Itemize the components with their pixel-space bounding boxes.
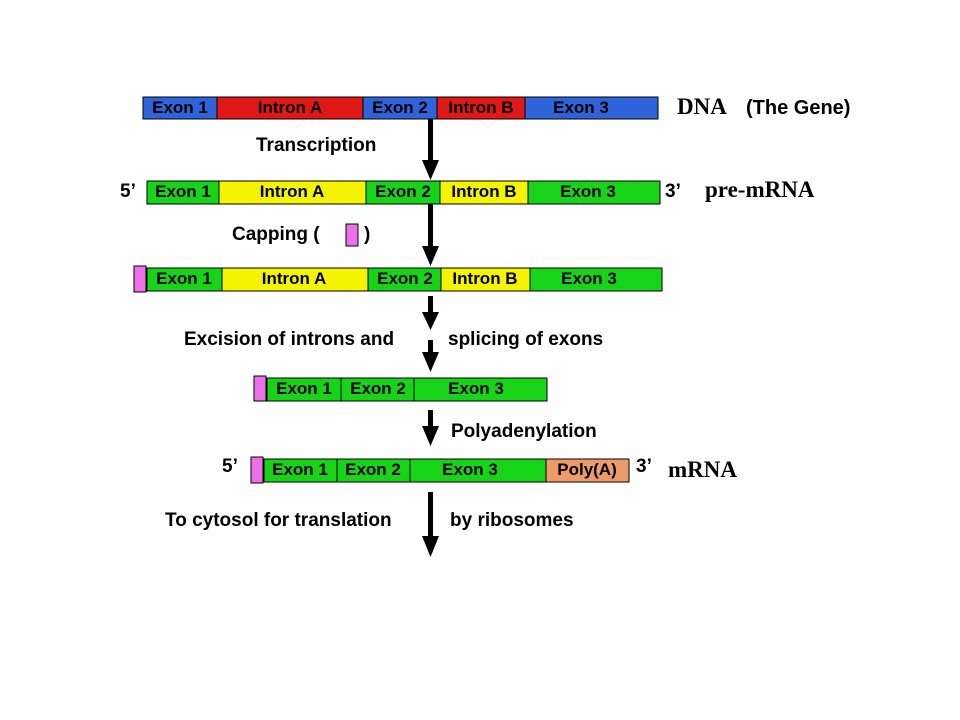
arrow-shaft: [428, 410, 433, 430]
mrna-row: 5’ Exon 1 Exon 2 Exon 3 Poly(A) 3’ mRNA: [222, 456, 737, 484]
capped-row: Exon 1 Intron A Exon 2 Intron B Exon 3: [133, 265, 663, 293]
splicing-label: splicing of exons: [448, 329, 603, 350]
dna-tag: DNA: [677, 94, 727, 119]
arrow-head: [422, 426, 439, 446]
mrna-tag: mRNA: [668, 457, 737, 482]
capped-exon-3-label: Exon 3: [561, 269, 617, 288]
dna-tag-suffix: (The Gene): [746, 97, 850, 119]
pre-mrna-row: 5’ Exon 1 Intron A Exon 2 Intron B Exon …: [120, 177, 815, 205]
capped-exon-2-label: Exon 2: [377, 269, 433, 288]
arrow-shaft: [428, 340, 433, 356]
pre-mrna-intron-a-label: Intron A: [260, 182, 325, 201]
arrow-shaft: [428, 119, 433, 164]
mrna-three-prime: 3’: [636, 456, 652, 477]
pre-mrna-three-prime: 3’: [665, 181, 681, 202]
cap-legend-swatch: [345, 223, 359, 247]
mrna-exon-1-label: Exon 1: [272, 460, 328, 479]
mrna-exon-3-label: Exon 3: [442, 460, 498, 479]
mrna-cap: [250, 456, 264, 484]
arrow-head: [422, 312, 439, 330]
pre-mrna-tag: pre-mRNA: [705, 177, 815, 202]
pre-mrna-exon-3-label: Exon 3: [560, 182, 616, 201]
transcription-label: Transcription: [256, 135, 376, 156]
pre-mrna-intron-b-label: Intron B: [451, 182, 516, 201]
mrna-five-prime: 5’: [222, 456, 238, 477]
spliced-exon-2-label: Exon 2: [350, 379, 406, 398]
ribosomes-label: by ribosomes: [450, 510, 574, 531]
arrow-transcription: [422, 119, 439, 180]
pre-mrna-five-prime: 5’: [120, 181, 136, 202]
capped-intron-b-label: Intron B: [452, 269, 517, 288]
dna-exon-2-label: Exon 2: [372, 98, 428, 117]
arrow-shaft: [428, 492, 433, 540]
arrow-head: [422, 352, 439, 372]
dna-intron-b-label: Intron B: [448, 98, 513, 117]
arrow-polyadenylation: [422, 410, 439, 446]
excision-label: Excision of introns and: [184, 329, 394, 350]
spliced-exon-3-label: Exon 3: [448, 379, 504, 398]
pre-mrna-exon-2-label: Exon 2: [375, 182, 431, 201]
spliced-row: Exon 1 Exon 2 Exon 3: [253, 375, 548, 402]
pre-mrna-exon-1-label: Exon 1: [155, 182, 211, 201]
arrow-head: [422, 160, 439, 180]
spliced-exon-3: [413, 377, 548, 402]
capped-exon-3: [529, 267, 663, 292]
spliced-exon-1-label: Exon 1: [276, 379, 332, 398]
dna-row: Exon 1 Intron A Exon 2 Intron B Exon 3 D…: [142, 94, 850, 120]
dna-exon-1-label: Exon 1: [152, 98, 208, 117]
dna-intron-a-label: Intron A: [258, 98, 323, 117]
capped-intron-a-label: Intron A: [262, 269, 327, 288]
mrna-exon-2-label: Exon 2: [345, 460, 401, 479]
cytosol-label: To cytosol for translation: [165, 510, 392, 531]
mrna-poly-a: [545, 458, 630, 483]
pre-mrna-exon-3: [527, 180, 661, 205]
capped-cap: [133, 265, 147, 293]
arrow-splicing: [422, 296, 439, 372]
dna-exon-3-label: Exon 3: [553, 98, 609, 117]
arrow-capping: [422, 204, 439, 266]
mrna-poly-a-label: Poly(A): [557, 460, 617, 479]
capping-close-paren: ): [364, 224, 370, 245]
spliced-cap: [253, 375, 267, 402]
polyadenylation-label: Polyadenylation: [451, 421, 597, 442]
arrow-shaft: [428, 204, 433, 250]
arrow-head: [422, 246, 439, 266]
capped-exon-1-label: Exon 1: [156, 269, 212, 288]
arrow-head: [422, 536, 439, 557]
capping-label: Capping (: [232, 224, 320, 245]
dna-exon-3: [524, 96, 659, 120]
arrow-to-cytosol: [422, 492, 439, 557]
arrow-shaft: [428, 296, 433, 316]
